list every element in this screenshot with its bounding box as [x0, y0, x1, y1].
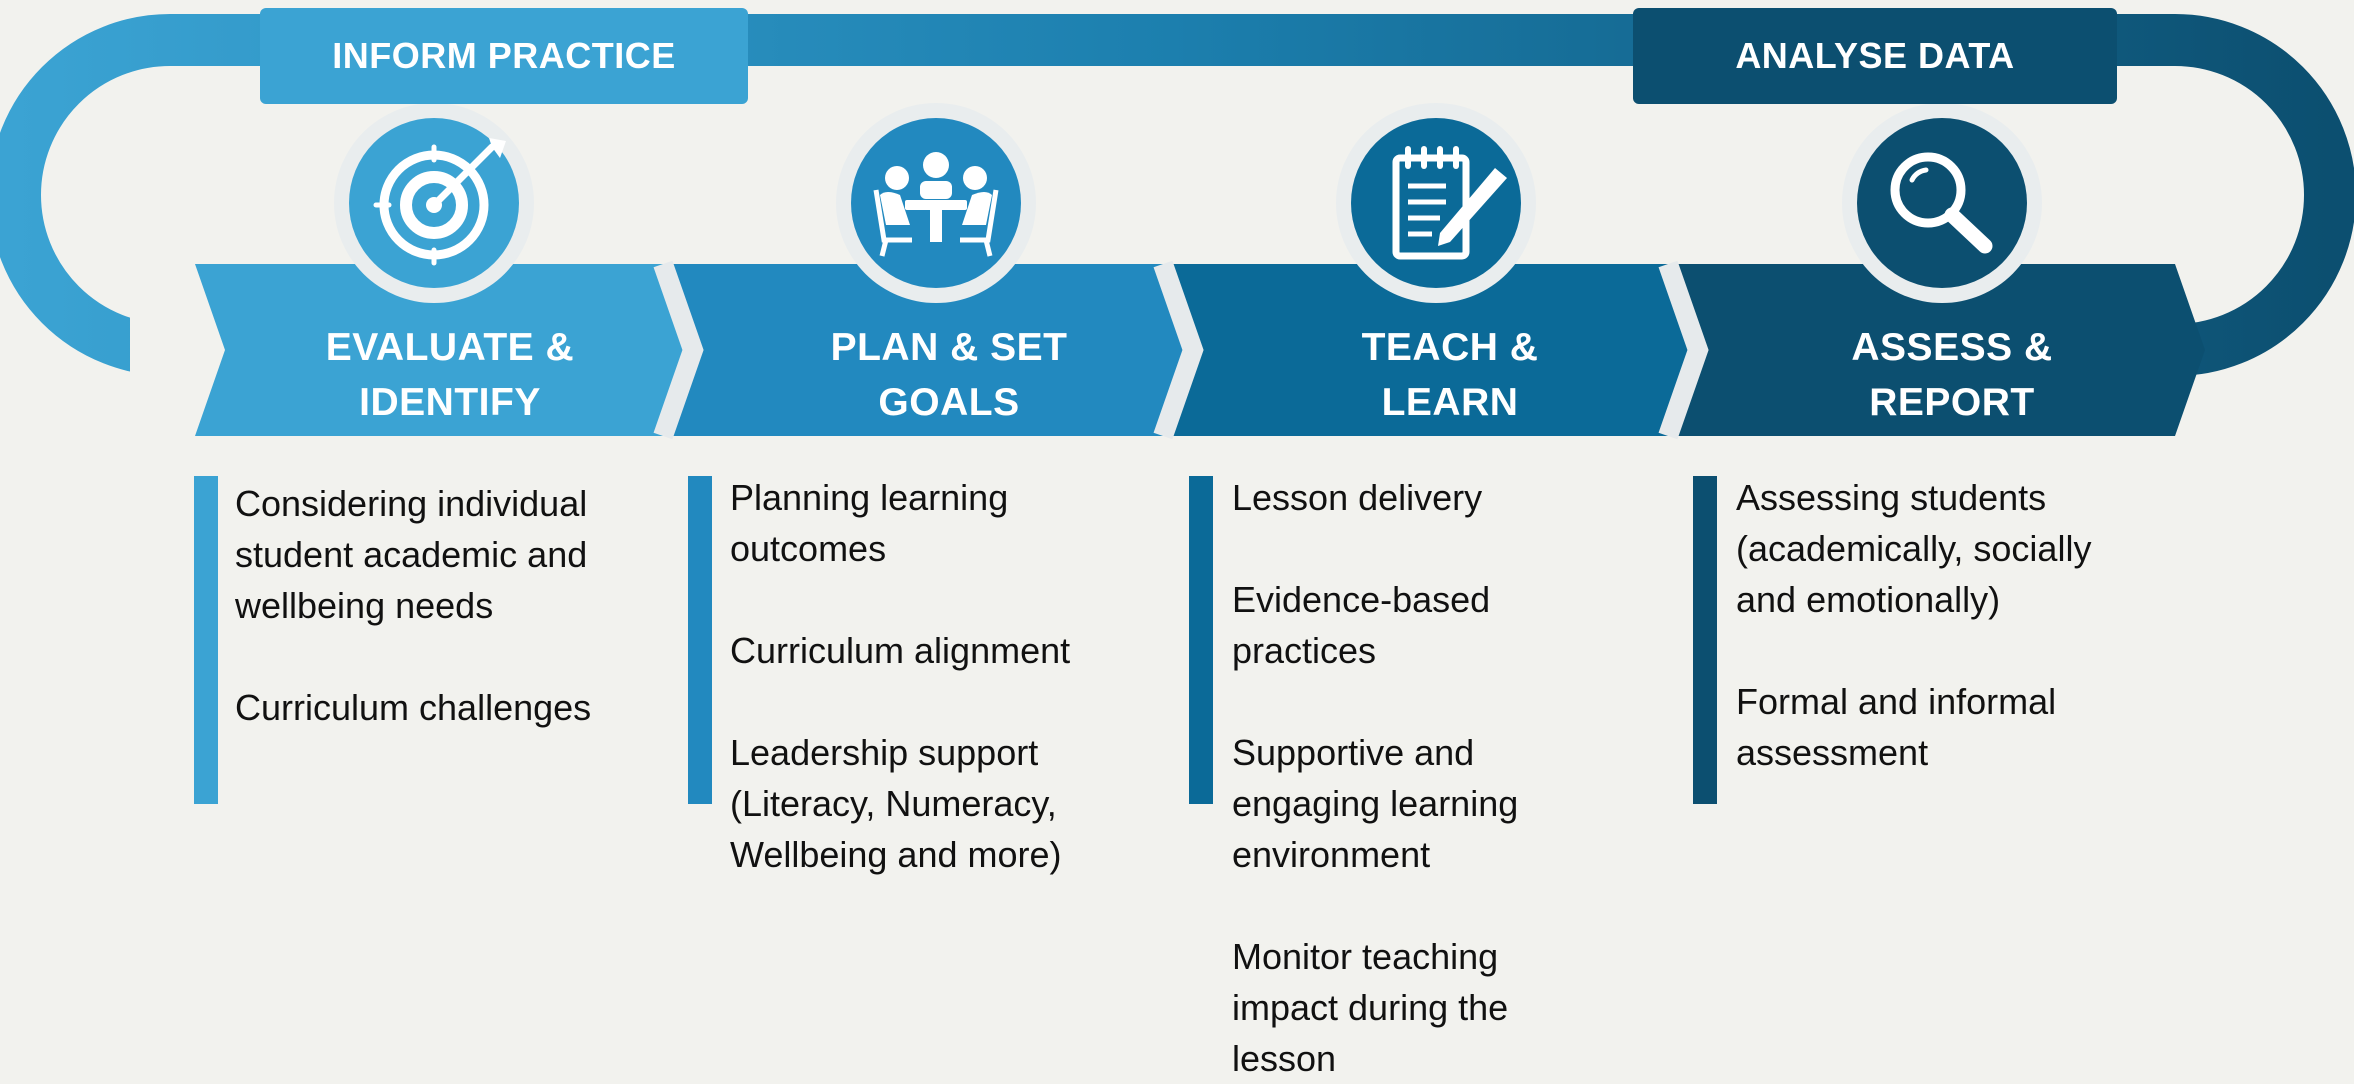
step-chevron-2 — [668, 264, 1225, 436]
teach-details: Lesson delivery Evidence-based practices… — [1232, 472, 1562, 1084]
icon-badge-4 — [1842, 103, 2042, 303]
target-icon — [373, 138, 506, 266]
step-title-line: LEARN — [1381, 381, 1519, 424]
loop-track — [0, 14, 2354, 376]
magnifier-icon — [1890, 152, 1993, 254]
icon-badge-3 — [1336, 103, 1536, 303]
meeting-icon — [873, 152, 999, 257]
list-item: Planning learning outcomes — [730, 477, 1009, 569]
list-item: Monitor teaching impact during the lesso… — [1232, 936, 1509, 1079]
list-item: Assessing students (academically, social… — [1736, 477, 2092, 620]
icon-badge-1 — [334, 103, 534, 303]
step-title-teach: TEACH & LEARN — [1240, 312, 1660, 438]
column-accent-bar — [1189, 476, 1213, 804]
chevron-separator — [653, 260, 704, 440]
loop-gap-left — [130, 266, 210, 436]
step-chevron-3 — [1168, 264, 1730, 436]
list-item: Curriculum alignment — [730, 630, 1071, 671]
list-item: Evidence-based practices — [1232, 579, 1491, 671]
list-item: Formal and informal assessment — [1736, 681, 2057, 773]
step-title-assess: ASSESS & REPORT — [1742, 312, 2162, 438]
list-item: Curriculum challenges — [235, 687, 592, 728]
step-title-line: IDENTIFY — [359, 381, 541, 424]
list-item: Considering individual student academic … — [235, 483, 588, 626]
column-accent-bar — [1693, 476, 1717, 804]
step-chevron-4 — [1673, 264, 2205, 436]
column-accent-bar — [688, 476, 712, 804]
column-accent-bar — [194, 476, 218, 804]
step-chevron-1 — [195, 264, 725, 436]
notepad-pencil-icon — [1392, 146, 1507, 260]
step-title-line: ASSESS & — [1851, 326, 2053, 369]
list-item: Leadership support (Literacy, Numeracy, … — [730, 732, 1062, 875]
step-title-line: GOALS — [878, 381, 1020, 424]
step-title-line: PLAN & SET — [830, 326, 1068, 369]
list-item: Supportive and engaging learning environ… — [1232, 732, 1519, 875]
step-title-line: TEACH & — [1361, 326, 1539, 369]
plan-details: Planning learning outcomes Curriculum al… — [730, 472, 1160, 880]
chevron-separator — [1658, 260, 1709, 440]
chevron-separator — [1153, 260, 1204, 440]
assess-details: Assessing students (academically, social… — [1736, 472, 2156, 778]
step-title-evaluate: EVALUATE & IDENTIFY — [240, 312, 660, 438]
evaluate-details: Considering individual student academic … — [235, 478, 665, 733]
icon-badge-2 — [836, 103, 1036, 303]
inform-practice-label: INFORM PRACTICE — [260, 8, 748, 104]
step-title-plan: PLAN & SET GOALS — [739, 312, 1159, 438]
list-item: Lesson delivery — [1232, 477, 1483, 518]
step-title-line: EVALUATE & — [325, 326, 575, 369]
analyse-data-label: ANALYSE DATA — [1633, 8, 2117, 104]
step-title-line: REPORT — [1869, 381, 2035, 424]
